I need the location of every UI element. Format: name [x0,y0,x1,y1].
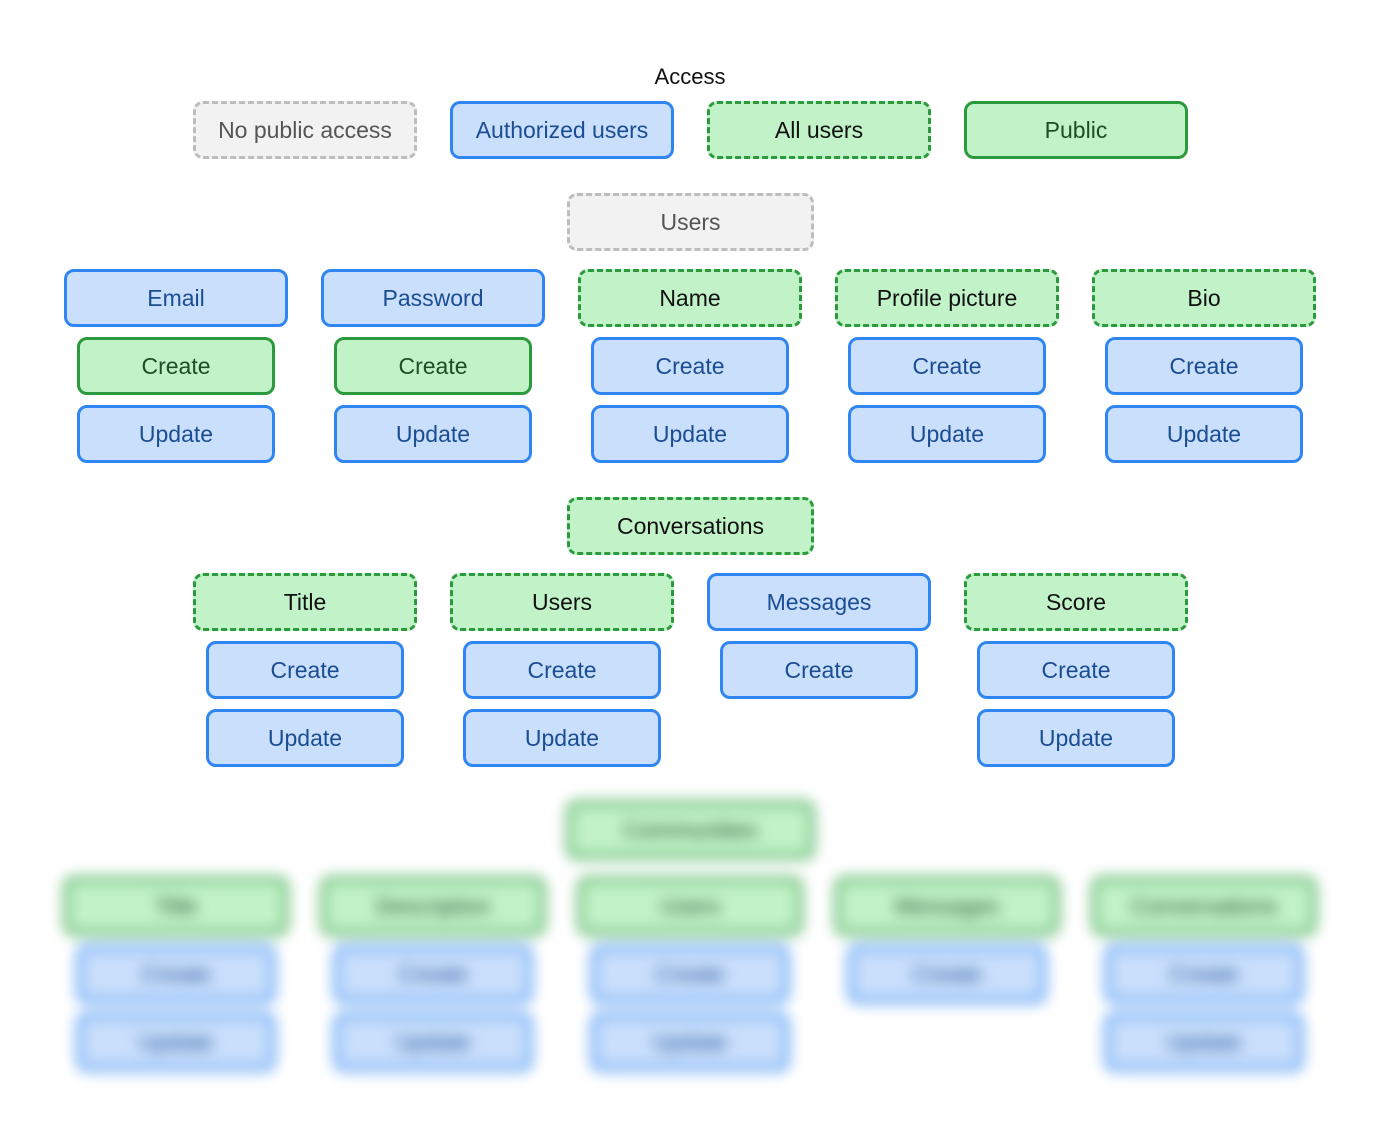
communities-conversations-update: Update [1105,1013,1303,1071]
users-field-bio: Bio [1092,269,1316,327]
users-field-email: Email [64,269,288,327]
users-password-create: Create [334,337,532,395]
conversations-entity-box: Conversations [567,497,814,555]
users-field-password: Password [321,269,545,327]
communities-field-title: Title [64,877,288,935]
communities-messages-create: Create [848,945,1046,1003]
conversations-field-messages: Messages [707,573,931,631]
conversations-title-create: Create [206,641,404,699]
legend-title: Access [654,64,726,89]
communities-field-conversations: Conversations [1092,877,1316,935]
users-profile-picture-update: Update [848,405,1046,463]
communities-users-create: Create [591,945,789,1003]
communities-entity-box: Communities [567,801,814,859]
users-email-create: Create [77,337,275,395]
users-email-update: Update [77,405,275,463]
conversations-messages-create: Create [720,641,918,699]
conversations-field-users: Users [450,573,674,631]
communities-description-update: Update [334,1013,532,1071]
communities-field-description: Description [321,877,545,935]
users-bio-create: Create [1105,337,1303,395]
conversations-field-title: Title [193,573,417,631]
communities-users-update: Update [591,1013,789,1071]
conversations-score-update: Update [977,709,1175,767]
communities-description-create: Create [334,945,532,1003]
users-entity-box: Users [567,193,814,251]
conversations-title-update: Update [206,709,404,767]
legend-all-users: All users [707,101,931,159]
conversations-users-update: Update [463,709,661,767]
users-password-update: Update [334,405,532,463]
users-field-name: Name [578,269,802,327]
users-name-update: Update [591,405,789,463]
conversations-field-score: Score [964,573,1188,631]
conversations-score-create: Create [977,641,1175,699]
communities-field-users: Users [578,877,802,935]
communities-field-messages: Messages [835,877,1059,935]
users-bio-update: Update [1105,405,1303,463]
communities-conversations-create: Create [1105,945,1303,1003]
users-field-profile-picture: Profile picture [835,269,1059,327]
users-profile-picture-create: Create [848,337,1046,395]
users-name-create: Create [591,337,789,395]
legend-public: Public [964,101,1188,159]
communities-title-create: Create [77,945,275,1003]
legend-authorized-users: Authorized users [450,101,674,159]
communities-title-update: Update [77,1013,275,1071]
conversations-users-create: Create [463,641,661,699]
legend-no-public-access: No public access [193,101,417,159]
